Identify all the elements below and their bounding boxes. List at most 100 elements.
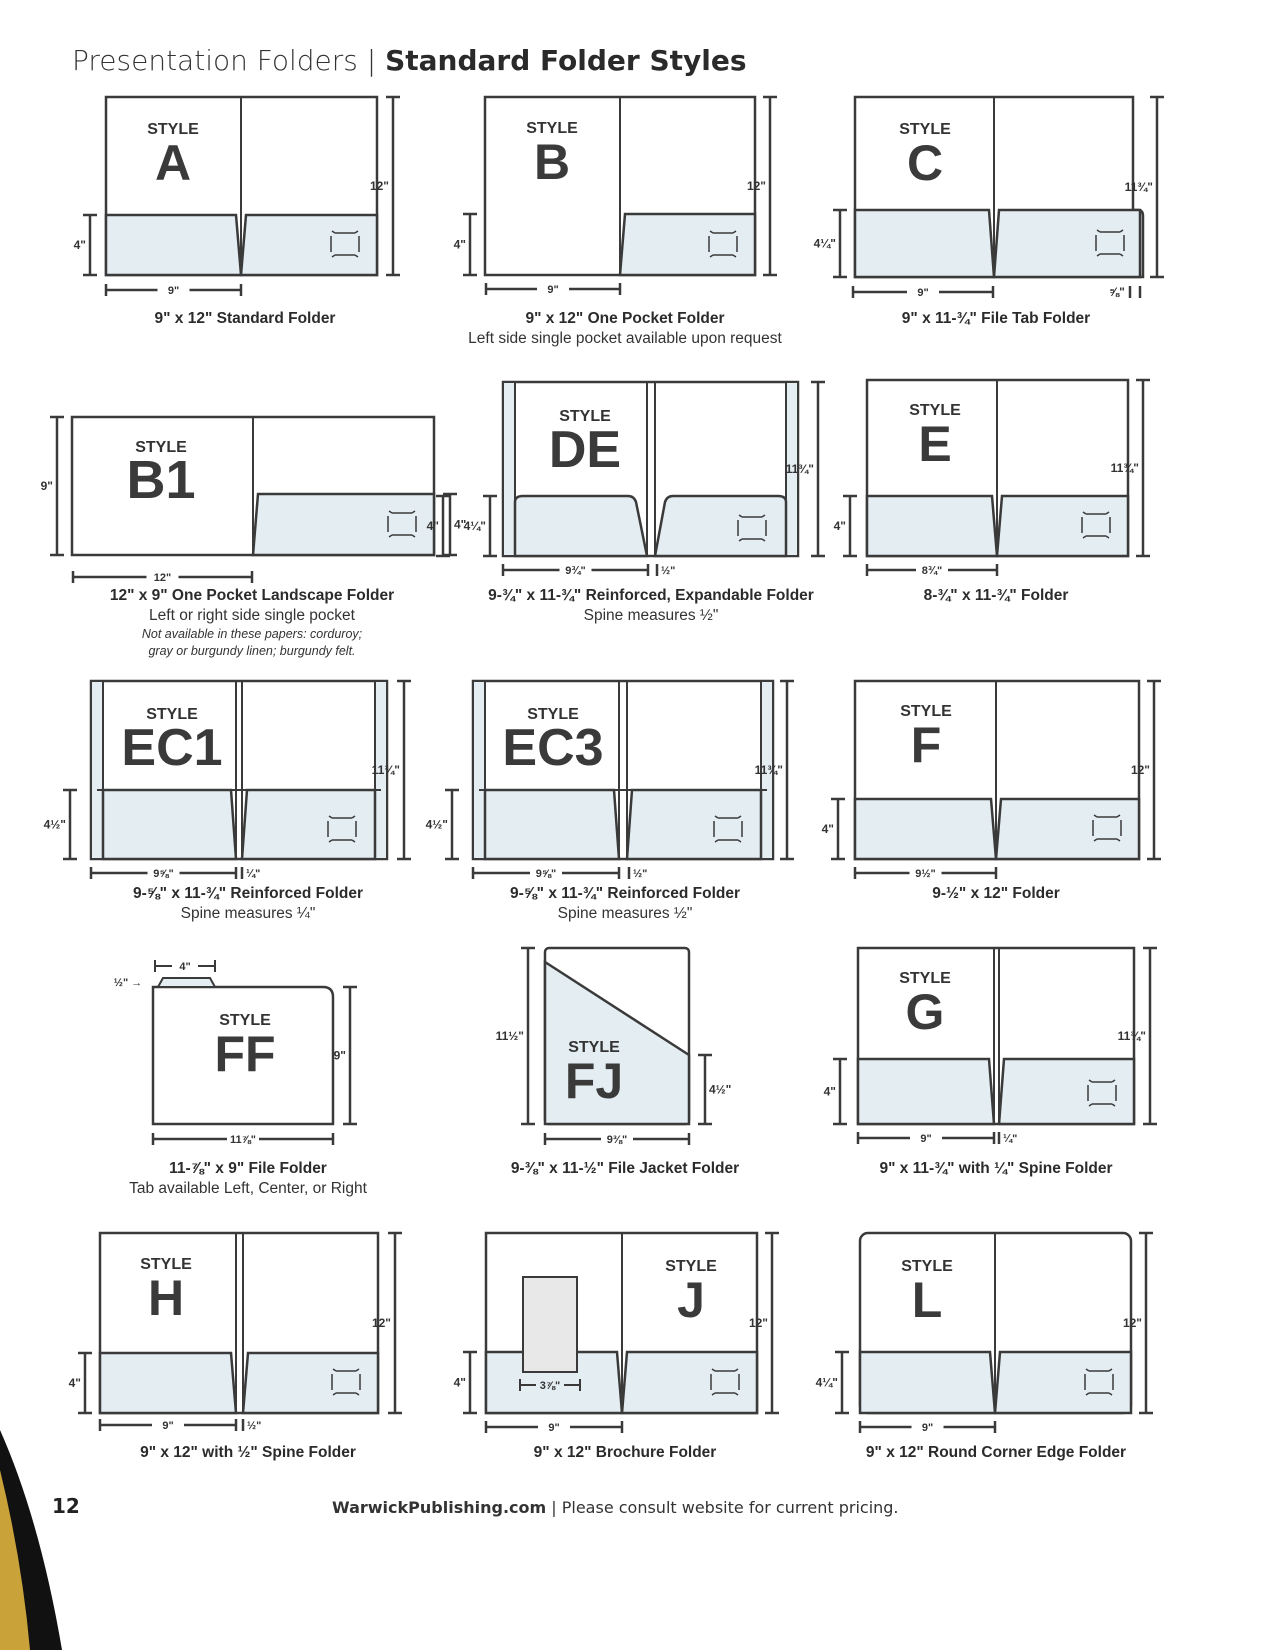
dimension-label: 9"	[334, 1049, 346, 1063]
card-slot-icon	[330, 230, 360, 258]
dimension-vertical	[833, 1057, 847, 1126]
reinforced-edge	[472, 680, 486, 860]
folder-title: 9-⅜" x 11-½" File Jacket Folder	[510, 1160, 740, 1177]
folder-caption: 9" x 11-¾" File Tab Folder	[902, 310, 1090, 328]
corner-swoosh-gold	[0, 1470, 30, 1650]
label-bg	[916, 563, 948, 577]
dimension-label: 4"	[822, 822, 834, 836]
dimension-label: 11¾"	[1118, 1029, 1146, 1043]
right-pocket	[625, 788, 763, 861]
dimension-vertical	[698, 1053, 712, 1126]
dimension-vertical	[463, 1350, 477, 1415]
dimension-label: 4"	[824, 1085, 836, 1099]
folder-caption: 9-⅜" x 11-½" File Jacket Folder	[511, 1160, 739, 1178]
style-word: STYLE	[899, 121, 951, 138]
style-letter: F	[911, 717, 942, 773]
folder-title: 12" x 9" One Pocket Landscape Folder	[109, 587, 395, 604]
dimension-label: ½"	[247, 1420, 261, 1432]
website-link[interactable]: WarwickPublishing.com	[332, 1498, 547, 1517]
right-pocket	[995, 494, 1130, 558]
card-slot-icon	[1087, 1079, 1117, 1107]
card-slot-icon	[710, 1368, 740, 1396]
dimension-vertical	[1139, 1231, 1153, 1415]
right-pocket	[993, 1350, 1133, 1415]
style-letter: B1	[126, 450, 195, 510]
reinforced-edge	[760, 680, 774, 860]
folder-title: 9" x 12" Round Corner Edge Folder	[865, 1444, 1127, 1461]
folder-title: 11-⅞" x 9" File Folder	[169, 1160, 327, 1177]
label-bg	[227, 1132, 259, 1146]
dimension-label: 4"	[454, 238, 466, 252]
label-bg	[601, 1132, 633, 1146]
dimension-vertical	[50, 415, 64, 557]
dimension-label: 9"	[168, 285, 179, 297]
label-bg	[530, 866, 562, 880]
folder-caption: 9" x 12" Brochure Folder	[534, 1444, 717, 1462]
folder-subtitle: Spine measures ½"	[583, 607, 719, 624]
card-slot-path	[330, 230, 360, 258]
dimension-label: 9⅜"	[607, 1134, 628, 1146]
dimension-vertical	[445, 788, 459, 861]
label-bg	[147, 866, 180, 880]
card-slot-path	[710, 1368, 740, 1396]
dimension-label: 4"	[179, 961, 190, 973]
left-pocket	[104, 213, 243, 277]
dimension-vertical	[463, 212, 477, 277]
title-bold: Standard Folder Styles	[385, 44, 747, 77]
dimension-label: 12"	[1123, 1316, 1142, 1330]
folder-subtitle: Tab available Left, Center, or Right	[129, 1180, 367, 1197]
dimension-label: 9"	[547, 284, 558, 296]
dimension-vertical	[763, 95, 777, 277]
dimension-vertical	[811, 380, 825, 558]
dimension-vertical	[835, 1350, 849, 1415]
style-letter: FJ	[565, 1053, 623, 1109]
right-pocket	[997, 1057, 1136, 1126]
dimension-vertical	[1143, 946, 1157, 1126]
dimension-vertical	[397, 679, 411, 861]
card-slot-icon	[331, 1368, 361, 1396]
left-pocket	[856, 1057, 996, 1126]
dimension-label: 4"	[69, 1376, 81, 1390]
card-slot-path	[737, 514, 767, 542]
folder-title: 9-½" x 12" Folder	[932, 885, 1060, 902]
label-bg	[907, 285, 939, 299]
folder-title: 9" x 11-¾" File Tab Folder	[901, 310, 1091, 327]
section-label: Presentation Folders |	[72, 44, 386, 77]
style-letter: L	[912, 1272, 943, 1328]
brochure-insert	[522, 1276, 578, 1373]
dimension-label: ½"	[661, 565, 675, 577]
card-slot-path	[1095, 229, 1125, 257]
style-letter: B	[534, 134, 570, 190]
dimension-vertical	[386, 95, 400, 277]
label-bg	[146, 570, 179, 584]
folder-note: Not available in these papers: corduroy;	[141, 627, 363, 641]
folder-subtitle: Spine measures ½"	[557, 905, 693, 922]
folder-title: 9" x 12" with ½" Spine Folder	[140, 1444, 356, 1461]
style-word: STYLE	[559, 408, 611, 425]
right-pocket	[994, 797, 1141, 861]
folder-caption: 9" x 11-¾" with ¼" Spine Folder	[879, 1160, 1112, 1178]
folder-title: 9" x 12" Brochure Folder	[533, 1444, 717, 1461]
dimension-label: 9"	[41, 479, 53, 493]
folder-note: gray or burgundy linen; burgundy felt.	[148, 644, 356, 658]
folder-caption: 8-¾" x 11-¾" Folder	[924, 587, 1069, 605]
label-bg	[559, 563, 592, 577]
style-word: STYLE	[665, 1258, 717, 1275]
dimension-label: 12"	[154, 572, 171, 584]
card-slot-icon	[327, 815, 357, 843]
style-word: STYLE	[219, 1012, 271, 1029]
style-letter: C	[907, 135, 943, 191]
folder-title: 9" x 12" Standard Folder	[154, 310, 336, 327]
dimension-label: 11½"	[496, 1029, 524, 1043]
folder-caption: 9-½" x 12" Folder	[932, 885, 1060, 903]
dimension-label: 4"	[427, 519, 439, 533]
folder-title: 9" x 11-¾" with ¼" Spine Folder	[879, 1160, 1113, 1177]
right-pocket	[251, 492, 436, 557]
folder-title: 9-⅝" x 11-¾" Reinforced Folder	[509, 885, 741, 902]
footer-text: | Please consult website for current pri…	[546, 1498, 899, 1517]
label-bg	[537, 282, 569, 296]
card-slot-icon	[1081, 511, 1111, 539]
dimension-vertical	[843, 494, 857, 558]
